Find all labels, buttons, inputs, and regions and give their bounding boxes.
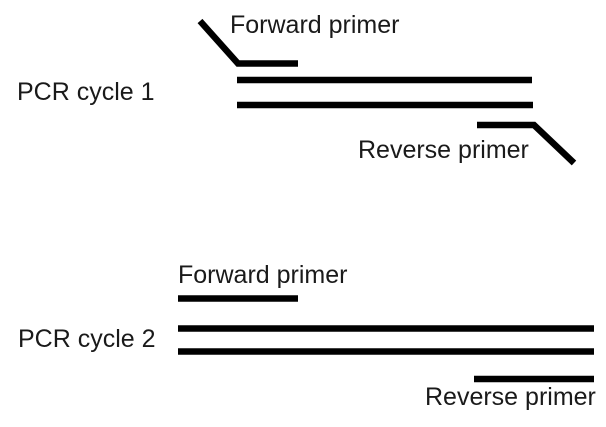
cycle2-forward-primer-label: Forward primer: [178, 261, 347, 289]
cycle1-reverse-primer-label: Reverse primer: [358, 136, 529, 164]
cycle1-label: PCR cycle 1: [17, 78, 155, 106]
cycle2-label: PCR cycle 2: [18, 325, 156, 353]
cycle1-reverse-primer-line: [477, 121, 577, 166]
cycle1-forward-primer-label: Forward primer: [230, 11, 399, 39]
cycle1-forward-primer-line: [197, 18, 298, 67]
cycle2-reverse-primer-label: Reverse primer: [425, 383, 596, 411]
